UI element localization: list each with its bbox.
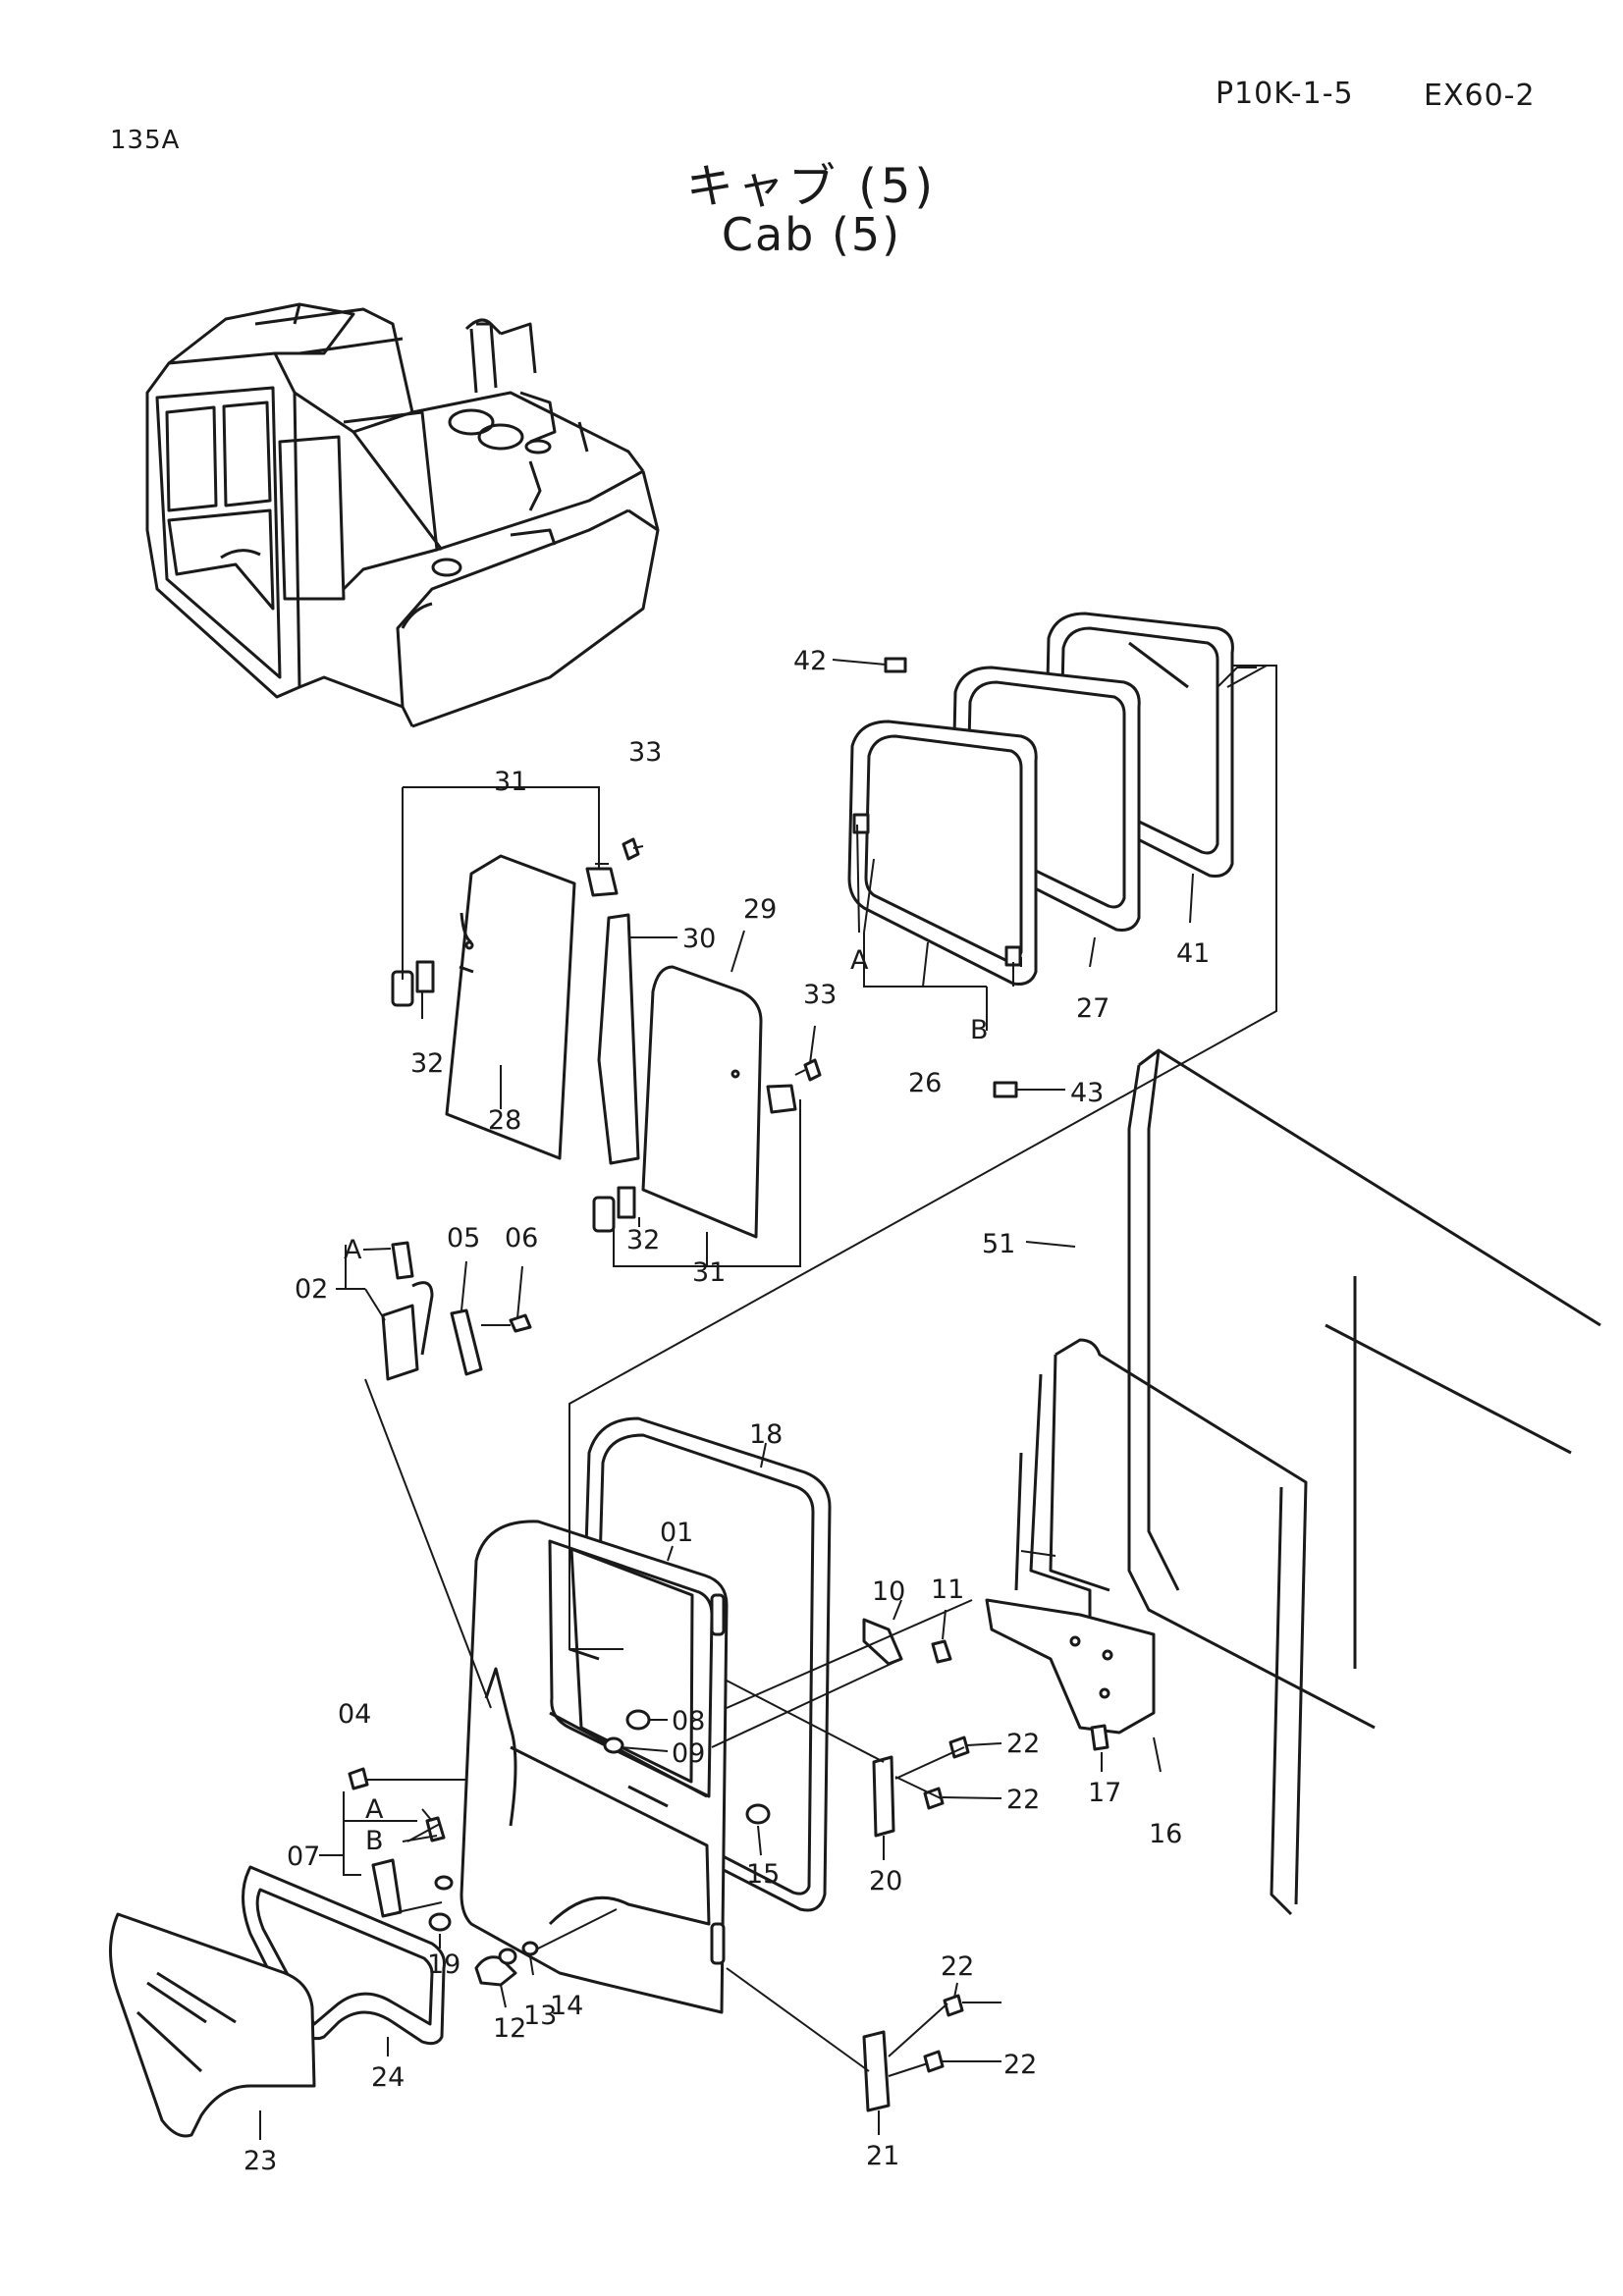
callout-51: 51 <box>982 1229 1015 1259</box>
callout-22-a: 22 <box>1006 1729 1040 1759</box>
callout-24: 24 <box>371 2062 405 2093</box>
callout-31-lower: 31 <box>692 1257 726 1288</box>
callout-22-d: 22 <box>1003 2050 1037 2080</box>
page-code: P10K-1-5 <box>1216 77 1354 111</box>
callout-27: 27 <box>1076 993 1109 1024</box>
callout-b: B <box>970 1015 989 1045</box>
callout-04: 04 <box>338 1699 371 1730</box>
callout-32: 32 <box>410 1048 444 1079</box>
callout-28: 28 <box>488 1105 521 1136</box>
callout-19: 19 <box>427 1949 460 1980</box>
main-door-frame-and-glass <box>460 1416 832 2014</box>
callout-33-lower: 33 <box>803 980 837 1010</box>
callout-10: 10 <box>872 1576 905 1607</box>
door-latch-parts <box>381 1241 532 1381</box>
callout-29: 29 <box>743 894 777 925</box>
callout-08: 08 <box>672 1706 705 1736</box>
callout-23: 23 <box>243 2146 277 2176</box>
callout-07: 07 <box>287 1842 320 1872</box>
callout-02: 02 <box>295 1274 328 1305</box>
callout-16: 16 <box>1149 1819 1182 1849</box>
callout-17: 17 <box>1088 1778 1121 1808</box>
callout-30: 30 <box>682 924 716 954</box>
callout-32-lower: 32 <box>626 1225 660 1255</box>
hinge-and-bracket-parts <box>745 1598 1156 2112</box>
part-callouts: 42 33 31 29 30 33 32 28 32 31 A B 26 27 … <box>243 646 1210 2176</box>
callout-15: 15 <box>746 1859 780 1890</box>
callout-21: 21 <box>866 2141 899 2171</box>
title-english: Cab (5) <box>721 208 902 261</box>
callout-41: 41 <box>1176 938 1210 969</box>
small-window-glass-group <box>391 837 822 1239</box>
title-japanese: キャブ (5) <box>685 159 938 214</box>
callout-05: 05 <box>447 1223 480 1254</box>
excavator-overview-illustration <box>145 302 660 728</box>
leader-lines <box>259 659 1277 2140</box>
callout-20: 20 <box>869 1866 902 1896</box>
figure-ref: 135A <box>110 126 181 155</box>
callout-26: 26 <box>908 1068 942 1098</box>
callout-31: 31 <box>494 767 527 797</box>
model-code: EX60-2 <box>1424 79 1536 113</box>
callout-33: 33 <box>628 737 662 768</box>
callout-13: 13 <box>523 2001 557 2031</box>
callout-14: 14 <box>550 1991 583 2021</box>
cab-body-outline <box>1014 1048 1601 1916</box>
right-window-glass-and-seals <box>847 612 1234 1098</box>
callout-11: 11 <box>931 1575 964 1605</box>
callout-12: 12 <box>493 2013 526 2044</box>
callout-22-b: 22 <box>1006 1785 1040 1815</box>
callout-06: 06 <box>505 1223 538 1254</box>
callout-18: 18 <box>749 1419 783 1450</box>
callout-42: 42 <box>793 646 827 676</box>
callout-b-handle: B <box>365 1826 384 1856</box>
callout-01: 01 <box>660 1518 693 1548</box>
lower-window-seal-and-glass <box>109 1865 446 2138</box>
door-handle-and-fastener-parts <box>348 1767 539 1987</box>
callout-43: 43 <box>1070 1078 1104 1108</box>
callout-09: 09 <box>672 1738 705 1769</box>
callout-a: A <box>850 945 869 976</box>
callout-a-handle: A <box>365 1794 384 1825</box>
callout-a-latch: A <box>344 1235 362 1265</box>
callout-22-c: 22 <box>941 1951 974 1982</box>
